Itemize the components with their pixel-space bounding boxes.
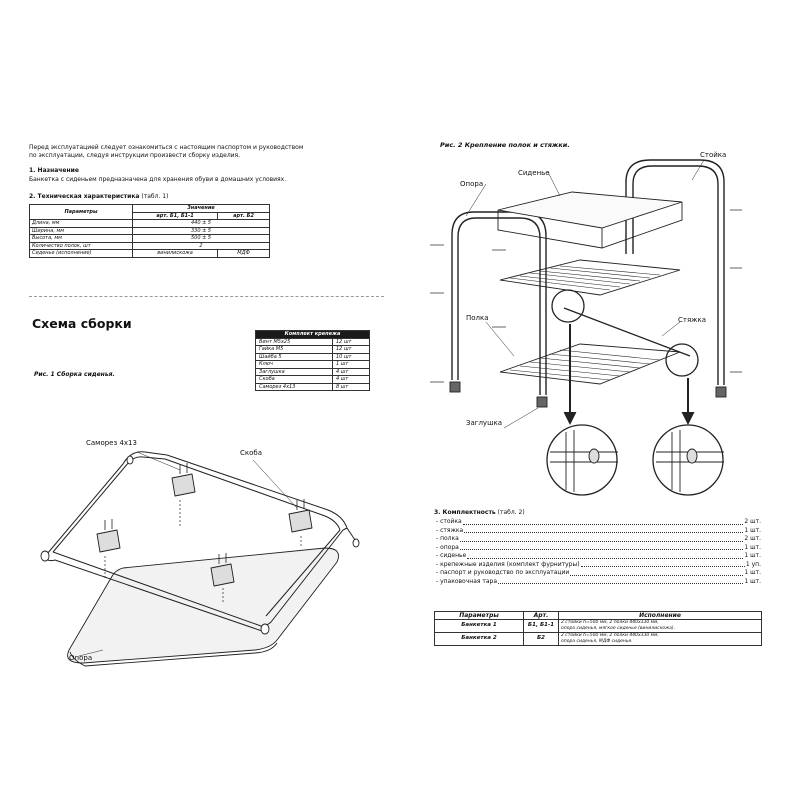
label-seat: Сиденье xyxy=(518,169,550,177)
fig2-caption: Рис. 2 Крепление полок и стяжки. xyxy=(440,141,570,149)
specs-col-params: Параметры xyxy=(29,204,133,220)
completeness-heading: 3. Комплектность (табл. 2) xyxy=(434,509,525,516)
label-support: Опора xyxy=(460,180,484,188)
table-row: Банкетка 2 Б2 2 стойки h=500 мм, 2 полки… xyxy=(434,631,762,646)
fig1-caption: Рис. 1 Сборка сиденья. xyxy=(34,371,115,378)
list-item: - крепежные изделия (комплект фурнитуры)… xyxy=(436,560,761,568)
configuration-table: Параметры Арт. Исполнение Банкетка 1 Б1,… xyxy=(434,611,762,646)
specs-col-b: арт. Б2 xyxy=(217,211,270,220)
purpose-heading: 1. Назначение xyxy=(29,167,79,174)
label-stand: Стойка xyxy=(700,151,727,159)
seat-assembly-drawing xyxy=(40,451,360,667)
bench-assembly-drawing xyxy=(430,159,742,496)
section-divider xyxy=(29,296,384,297)
assembly-title: Схема сборки xyxy=(32,316,132,331)
label-bracket: Скоба xyxy=(240,449,263,457)
table2-col-exec: Исполнение xyxy=(558,611,762,620)
label-tie: Стяжка xyxy=(678,316,706,324)
table-row: Банкетка 1 Б1, Б1-1 2 стойки h=500 мм, 2… xyxy=(434,618,762,633)
intro-text: Перед эксплуатацией следует ознакомиться… xyxy=(29,144,304,159)
table-row: Ширина, мм 330 ± 5 xyxy=(29,226,270,235)
kit-title: Комплект крепежа xyxy=(255,330,370,339)
specs-col-a: арт. Б1, Б1-1 xyxy=(131,211,219,220)
table-row: Параметры Арт. Исполнение xyxy=(434,611,762,620)
specs-col-value: Значение xyxy=(132,204,270,213)
table2-col-params: Параметры xyxy=(434,611,524,620)
table-row: Высота, мм 500 ± 5 xyxy=(29,234,270,243)
table-row: Комплект крепежа xyxy=(255,330,370,339)
purpose-text: Банкетка с сиденьем предназначена для хр… xyxy=(29,176,287,183)
specs-heading: 2. Техническая характеристика (табл. 1) xyxy=(29,193,169,200)
specs-table: Параметры Значение арт. Б1, Б1-1 арт. Б2… xyxy=(29,204,270,258)
table-row: Длина, мм 440 ± 5 xyxy=(29,219,270,228)
table-row: Параметры Значение xyxy=(29,204,270,220)
table2-col-art: Арт. xyxy=(523,611,559,620)
label-shelf: Полка xyxy=(466,314,489,322)
table-row: Сиденье (исполнение) винилискожа МДФ xyxy=(29,249,270,258)
label-support: Опора xyxy=(69,654,93,662)
table-row: Количество полок, шт 2 xyxy=(29,241,270,250)
label-cap: Заглушка xyxy=(466,419,502,427)
label-screw: Саморез 4х13 xyxy=(86,439,137,447)
